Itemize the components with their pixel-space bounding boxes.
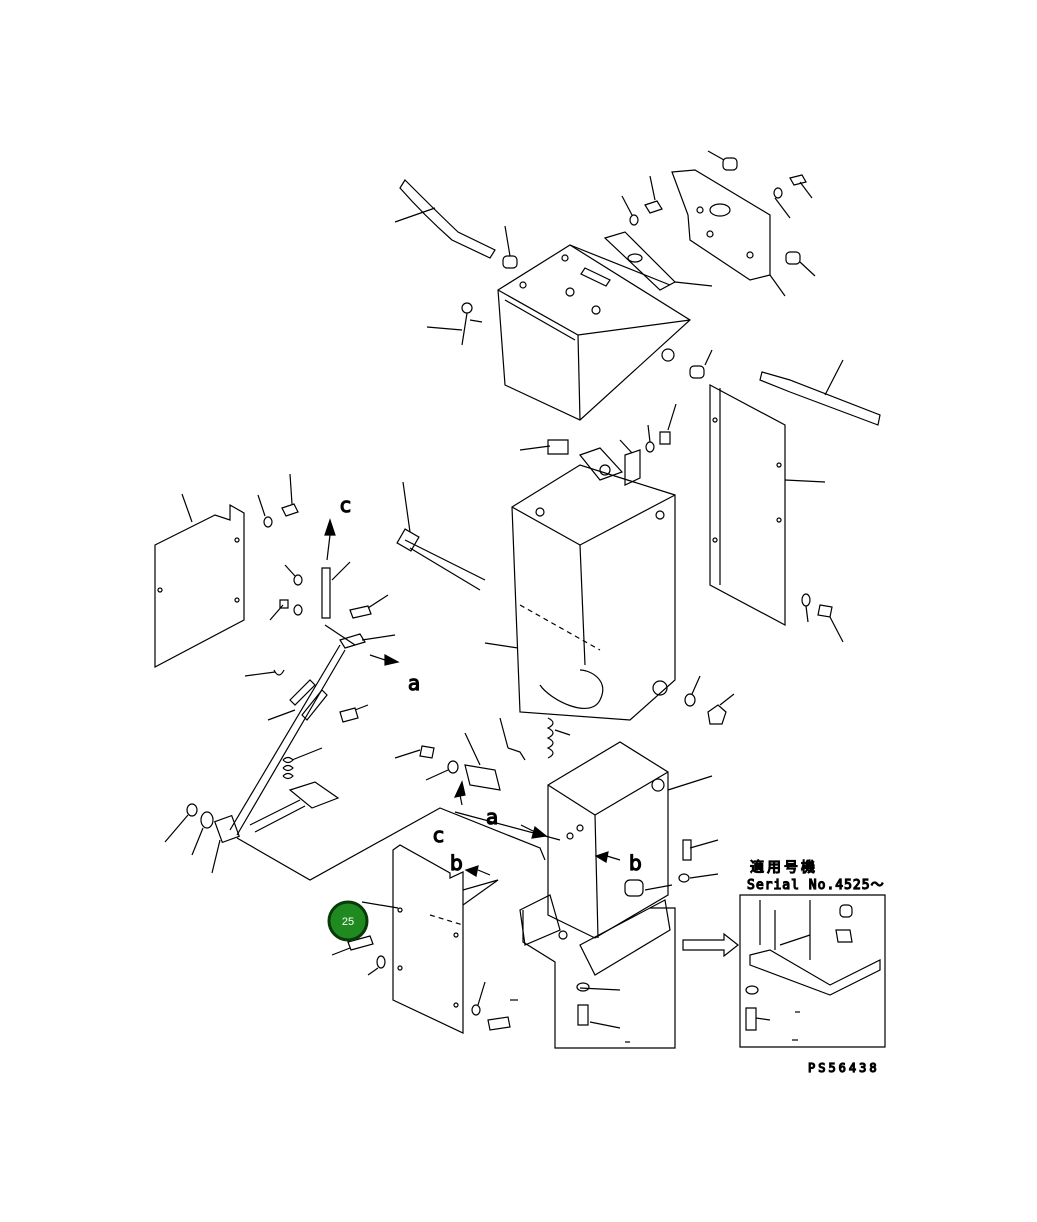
inset-frame [740,895,885,1047]
upper-bracket [520,440,640,485]
view-label-a-left: a [408,671,420,695]
bolts-top [622,175,812,452]
pipe-right [760,360,880,425]
long-bolt [397,482,485,590]
view-label-c-lower: c [433,823,444,847]
lower-screws [500,718,718,882]
view-label-b-lower: b [450,851,463,875]
inset-arrow [683,934,738,956]
callout-25[interactable]: 25 [329,902,367,940]
pedal [165,782,338,873]
gasket-plate [605,232,712,290]
side-panel-right [710,385,825,625]
rear-cover-plate [672,170,785,296]
middle-nut-washer [685,676,734,724]
side-panel-left [155,494,244,667]
linkage-assembly [230,562,395,835]
drawing-code: PS56438 [808,1061,880,1075]
latch-assembly [427,303,482,345]
right-bolt-washer [802,594,843,642]
small-bracket-c [465,733,500,790]
reference-lines [237,808,560,880]
rubber-caps [503,151,815,378]
front-panel-lower [362,845,498,1033]
front-panel-fasteners [332,936,518,1030]
bolt-washer-mid-left [395,746,458,780]
middle-column-box [485,465,675,720]
callout-number: 25 [342,916,354,928]
view-label-a-lower: a [486,805,498,829]
left-bolt-washer [258,474,298,527]
view-arrows [325,520,620,876]
view-label-b-right: b [629,851,642,875]
top-cover-box [498,245,690,420]
inset-title: 適用号機 [750,859,818,876]
pipe-upper-left [395,180,495,258]
base-outline [523,908,675,1048]
inset-serial: Serial No.4525～ [747,878,885,893]
view-label-c-top: c [340,493,351,517]
